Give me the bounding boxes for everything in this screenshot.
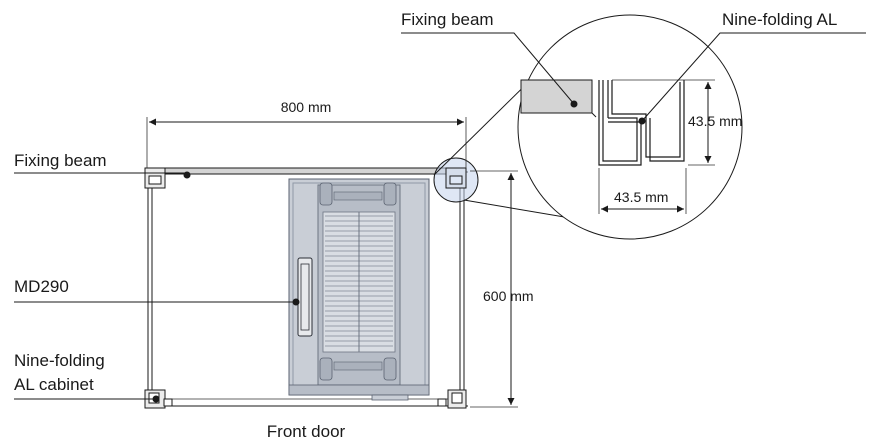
nine-folding-al-label: Nine-folding AL xyxy=(722,10,837,29)
md290-drive-unit xyxy=(288,178,430,401)
depth-dimension-label: 600 mm xyxy=(483,288,534,304)
corner-post-top-right-overlay xyxy=(445,167,467,189)
corner-post-bottom-right xyxy=(437,389,467,409)
fixing-beam-left-label: Fixing beam xyxy=(14,151,107,170)
depth-dimension xyxy=(470,170,518,408)
front-door-label: Front door xyxy=(267,422,346,441)
cabinet-label-line2: AL cabinet xyxy=(14,375,94,394)
cabinet-label-line1: Nine-folding xyxy=(14,351,105,370)
detail-highlight-circle xyxy=(433,157,479,203)
profile-height-label: 43.5 mm xyxy=(688,113,742,129)
profile-width-dimension xyxy=(598,168,687,214)
width-dimension-label: 800 mm xyxy=(281,99,332,115)
width-dimension xyxy=(146,117,467,168)
md290-label: MD290 xyxy=(14,277,69,296)
nine-folding-al-leader xyxy=(641,32,866,122)
corner-post-top-left xyxy=(144,167,166,189)
detail-contents xyxy=(520,79,685,166)
fixing-beam xyxy=(149,167,463,175)
drive-louvers xyxy=(325,212,393,352)
cabinet-marker-dot xyxy=(152,395,160,403)
fixing-beam-top-label: Fixing beam xyxy=(401,10,494,29)
fixing-beam-top-leader xyxy=(401,32,575,105)
profile-height-dimension xyxy=(612,79,715,166)
profile-width-label: 43.5 mm xyxy=(614,189,668,205)
